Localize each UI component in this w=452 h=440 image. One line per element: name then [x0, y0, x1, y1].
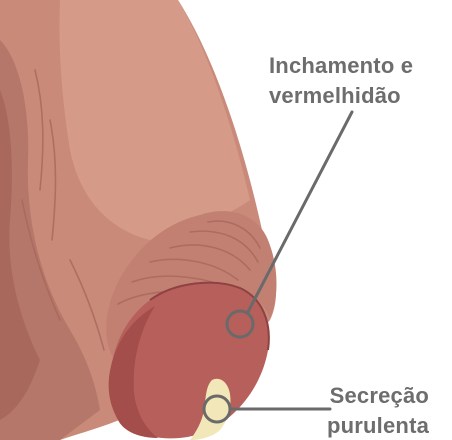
swelling-leader-line — [248, 112, 352, 312]
discharge-label-line2: purulenta — [327, 411, 429, 440]
swelling-label-line1: Inchamento e — [269, 51, 413, 81]
swelling-label-line2: vermelhidão — [269, 81, 413, 111]
purulent-discharge-label: Secreção purulenta — [327, 381, 429, 440]
discharge-label-line1: Secreção — [327, 381, 429, 411]
swelling-redness-label: Inchamento e vermelhidão — [269, 51, 413, 111]
